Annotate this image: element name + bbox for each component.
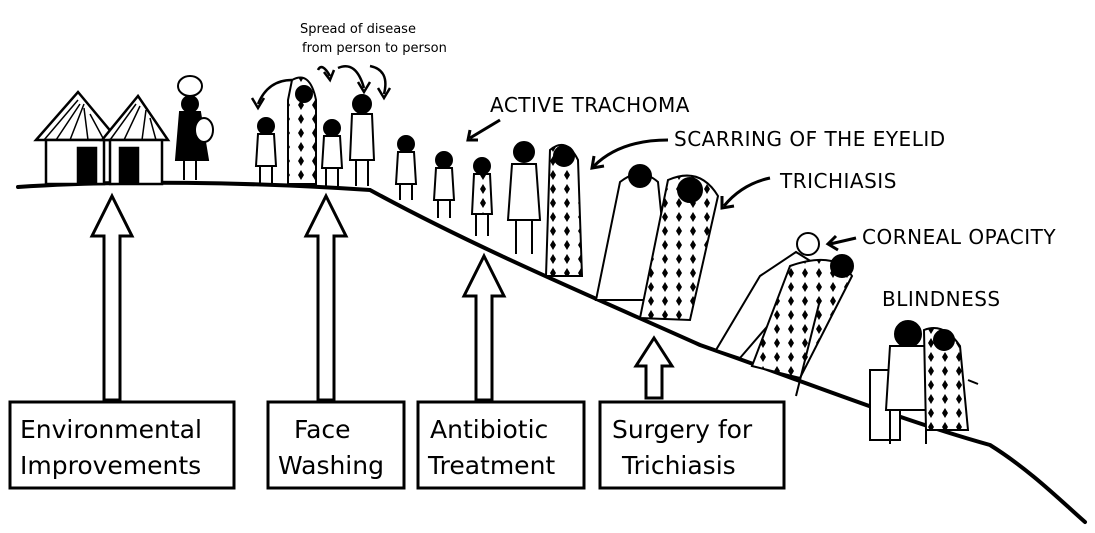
intervention-box-environmental: Environmental Improvements [10,402,234,488]
intervention-box-surgery: Surgery for Trichiasis [600,402,784,488]
box-line1: Face [294,415,351,444]
box-line2: Improvements [20,451,201,480]
box-line2: Trichiasis [621,451,736,480]
corneal-opacity-label: CORNEAL OPACITY [862,225,1056,249]
active-trachoma-label: ACTIVE TRACHOMA [490,93,690,117]
blindness-label: BLINDNESS [882,287,1001,311]
spread-label-line1: Spread of disease [300,22,416,37]
trichiasis-label: TRICHIASIS [779,169,897,193]
box-line2: Washing [278,451,384,480]
spread-group-figures [256,78,374,187]
box-line1: Antibiotic [430,415,548,444]
active-trachoma-figures [396,136,540,254]
spread-label-line2: from person to person [302,41,447,56]
intervention-arrows [92,196,672,400]
scarring-figures [546,145,718,320]
scarring-label: SCARRING OF THE EYELID [674,127,946,151]
corneal-opacity-figures [716,233,853,396]
huts-icon [36,92,168,184]
box-line2: Treatment [427,451,555,480]
intervention-box-face-washing: Face Washing [268,402,404,488]
box-line1: Surgery for [612,415,753,444]
intervention-box-antibiotic: Antibiotic Treatment [418,402,584,488]
woman-with-pot-icon [176,76,213,180]
box-line1: Environmental [20,415,202,444]
